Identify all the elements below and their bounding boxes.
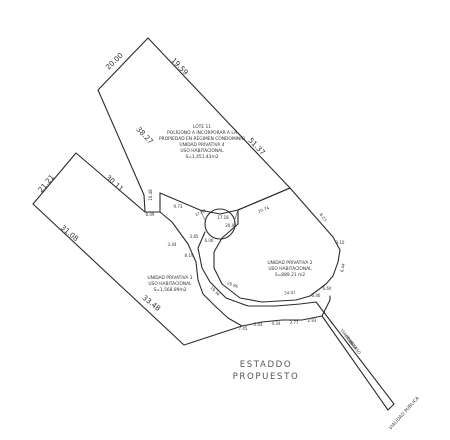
small-label-s14: 9.73 (174, 204, 183, 209)
lot-4-note-line-6: S=1,451.43m2 (185, 154, 218, 160)
connector-line (199, 209, 239, 223)
dim-17-18: 17.18 (217, 215, 229, 220)
small-label-s15: 3.44 (168, 242, 177, 247)
small-label-s5: 6.46 (312, 293, 321, 298)
small-label-s7: 3.77 (290, 320, 299, 325)
small-label-s6: 2.93 (308, 318, 317, 323)
small-label-s10: 7.45 (239, 326, 248, 331)
dim-20-74: 20.74 (257, 205, 270, 214)
dim-21-21: 21.21 (36, 173, 56, 195)
estado-propuesto-title: ESTADDO PROPUESTO (233, 360, 300, 382)
lot-3-note: UNIDAD PRIVATIVA 3 USO HABITACIONAL S=1,… (147, 275, 192, 293)
title-line-2: PROPUESTO (233, 372, 300, 382)
lot-2-boundary (213, 187, 341, 303)
access-road-labels: VIALIDAD PRIVADA ACCESO (340, 328, 362, 355)
road-inner-edge (197, 231, 395, 405)
small-label-s2: 3.10 (336, 240, 345, 245)
road-end (387, 403, 395, 411)
lot-2-note-line-3: S=889.21 m2 (275, 272, 306, 278)
lot-4-note-line-3: PROPIEDAD EN REGIMEN CONDOMINIO (159, 136, 245, 142)
small-label-s8: 4.34 (272, 321, 281, 326)
lot-4-note-line-2: POLÍGONO A INCORPORAR A LA (167, 129, 237, 136)
road-outer-edge (241, 295, 331, 327)
dim-34-01: 34.01 (284, 289, 296, 295)
dim-8-09: 8.09 (146, 212, 155, 217)
lot-2-note: UNIDAD PRIVATIVA 2 USO HABITACIONAL S=88… (267, 260, 312, 278)
lot-4-note-line-5: USO HABITACIONAL (180, 148, 224, 154)
dim-20-00: 20.00 (104, 51, 125, 72)
lot-3-note-line-3: S=1,568.89m2 (153, 287, 186, 293)
small-dimension-labels: 16.48 8.09 17.88 20.05 20.74 17.18 29.96… (146, 189, 346, 331)
lot-4-note: LOTE 11 POLÍGONO A INCORPORAR A LA PROPI… (159, 124, 245, 160)
dim-19-34: 19.34 (209, 285, 221, 297)
small-label-s12: 8.19 (185, 253, 194, 258)
small-label-s11: 3.85 (190, 234, 199, 239)
dim-17-88: 17.88 (194, 208, 207, 218)
parcel-outlines (32, 37, 395, 411)
lot-2-note-line-2: USO HABITACIONAL (268, 266, 312, 272)
dim-31-08: 31.08 (59, 223, 81, 243)
small-label-s3: 6.44 (339, 262, 346, 272)
small-label-s9: 5.44 (254, 322, 263, 327)
dim-38-27: 38.27 (134, 125, 155, 146)
lot-3-note-line-1: UNIDAD PRIVATIVA 3 (147, 275, 192, 281)
vialidad-publica-label: VIALIDAD PUBLICA (388, 395, 422, 431)
small-label-s1: 6.23 (319, 212, 328, 223)
lot-2-note-line-1: UNIDAD PRIVATIVA 2 (267, 260, 312, 266)
lot-3-boundary (32, 152, 243, 346)
lot-4-note-line-4: UNIDAD PRIVATIVA 4 (179, 142, 224, 148)
dim-16-48: 16.48 (148, 189, 153, 201)
small-label-s13: 6.00 (205, 238, 214, 243)
small-label-s4: 6.60 (323, 286, 332, 291)
lot-3-note-line-2: USO HABITACIONAL (148, 281, 192, 287)
dimension-labels: 20.00 19.59 38.27 51.37 21.21 30.11 31.0… (36, 51, 267, 314)
lot-4-note-line-1: LOTE 11 (193, 124, 211, 130)
dim-29-96: 29.96 (226, 280, 239, 289)
title-line-1: ESTADDO (240, 360, 293, 370)
dim-20-05: 20.05 (225, 223, 237, 228)
dim-33-48: 33.48 (141, 293, 163, 313)
turnaround-circle (204, 208, 236, 240)
dim-30-11: 30.11 (104, 173, 125, 193)
dim-19-59: 19.59 (169, 56, 190, 77)
road-access-edge (321, 315, 389, 411)
